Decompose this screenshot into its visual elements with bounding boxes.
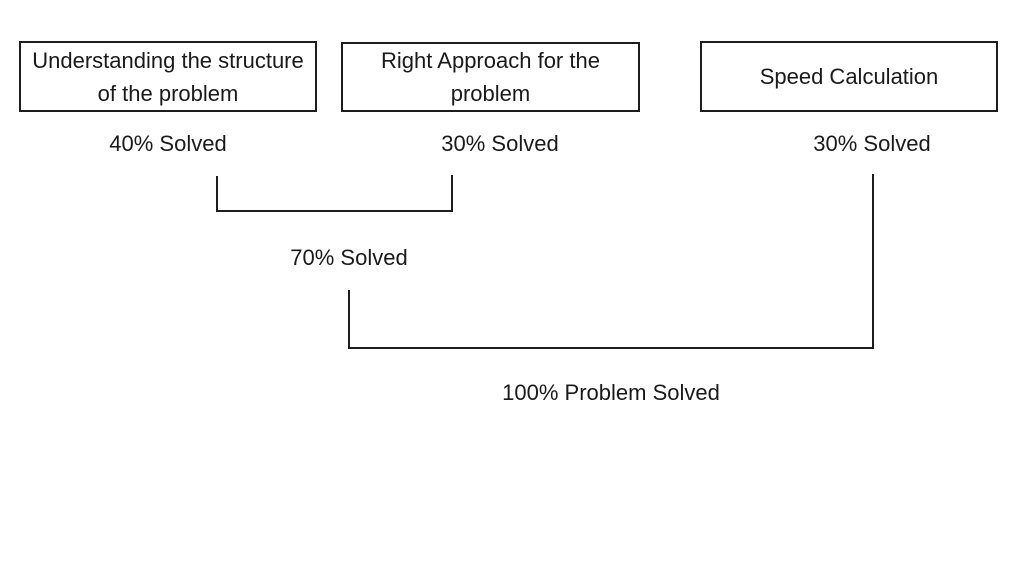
box-right-approach-label: Right Approach for the problem (381, 48, 600, 106)
merge-label-70-solved: 70% Solved (290, 245, 408, 270)
box-speed-calculation: Speed Calculation (700, 41, 998, 112)
box-understanding-structure-label: Understanding the structure of the probl… (32, 47, 304, 106)
final-label-100-solved: 100% Problem Solved (502, 380, 720, 405)
box-speed-calculation-label: Speed Calculation (759, 64, 939, 89)
solved-label-understanding: 40% Solved (109, 131, 227, 156)
bracket-70-30-final-connector (348, 174, 874, 349)
bracket-40-30-merge-connector (216, 175, 453, 212)
box-understanding-structure: Understanding the structure of the probl… (19, 41, 317, 112)
box-right-approach: Right Approach for the problem (341, 42, 640, 112)
solved-label-speed-calculation: 30% Solved (813, 131, 931, 156)
solved-label-right-approach: 30% Solved (441, 131, 559, 156)
